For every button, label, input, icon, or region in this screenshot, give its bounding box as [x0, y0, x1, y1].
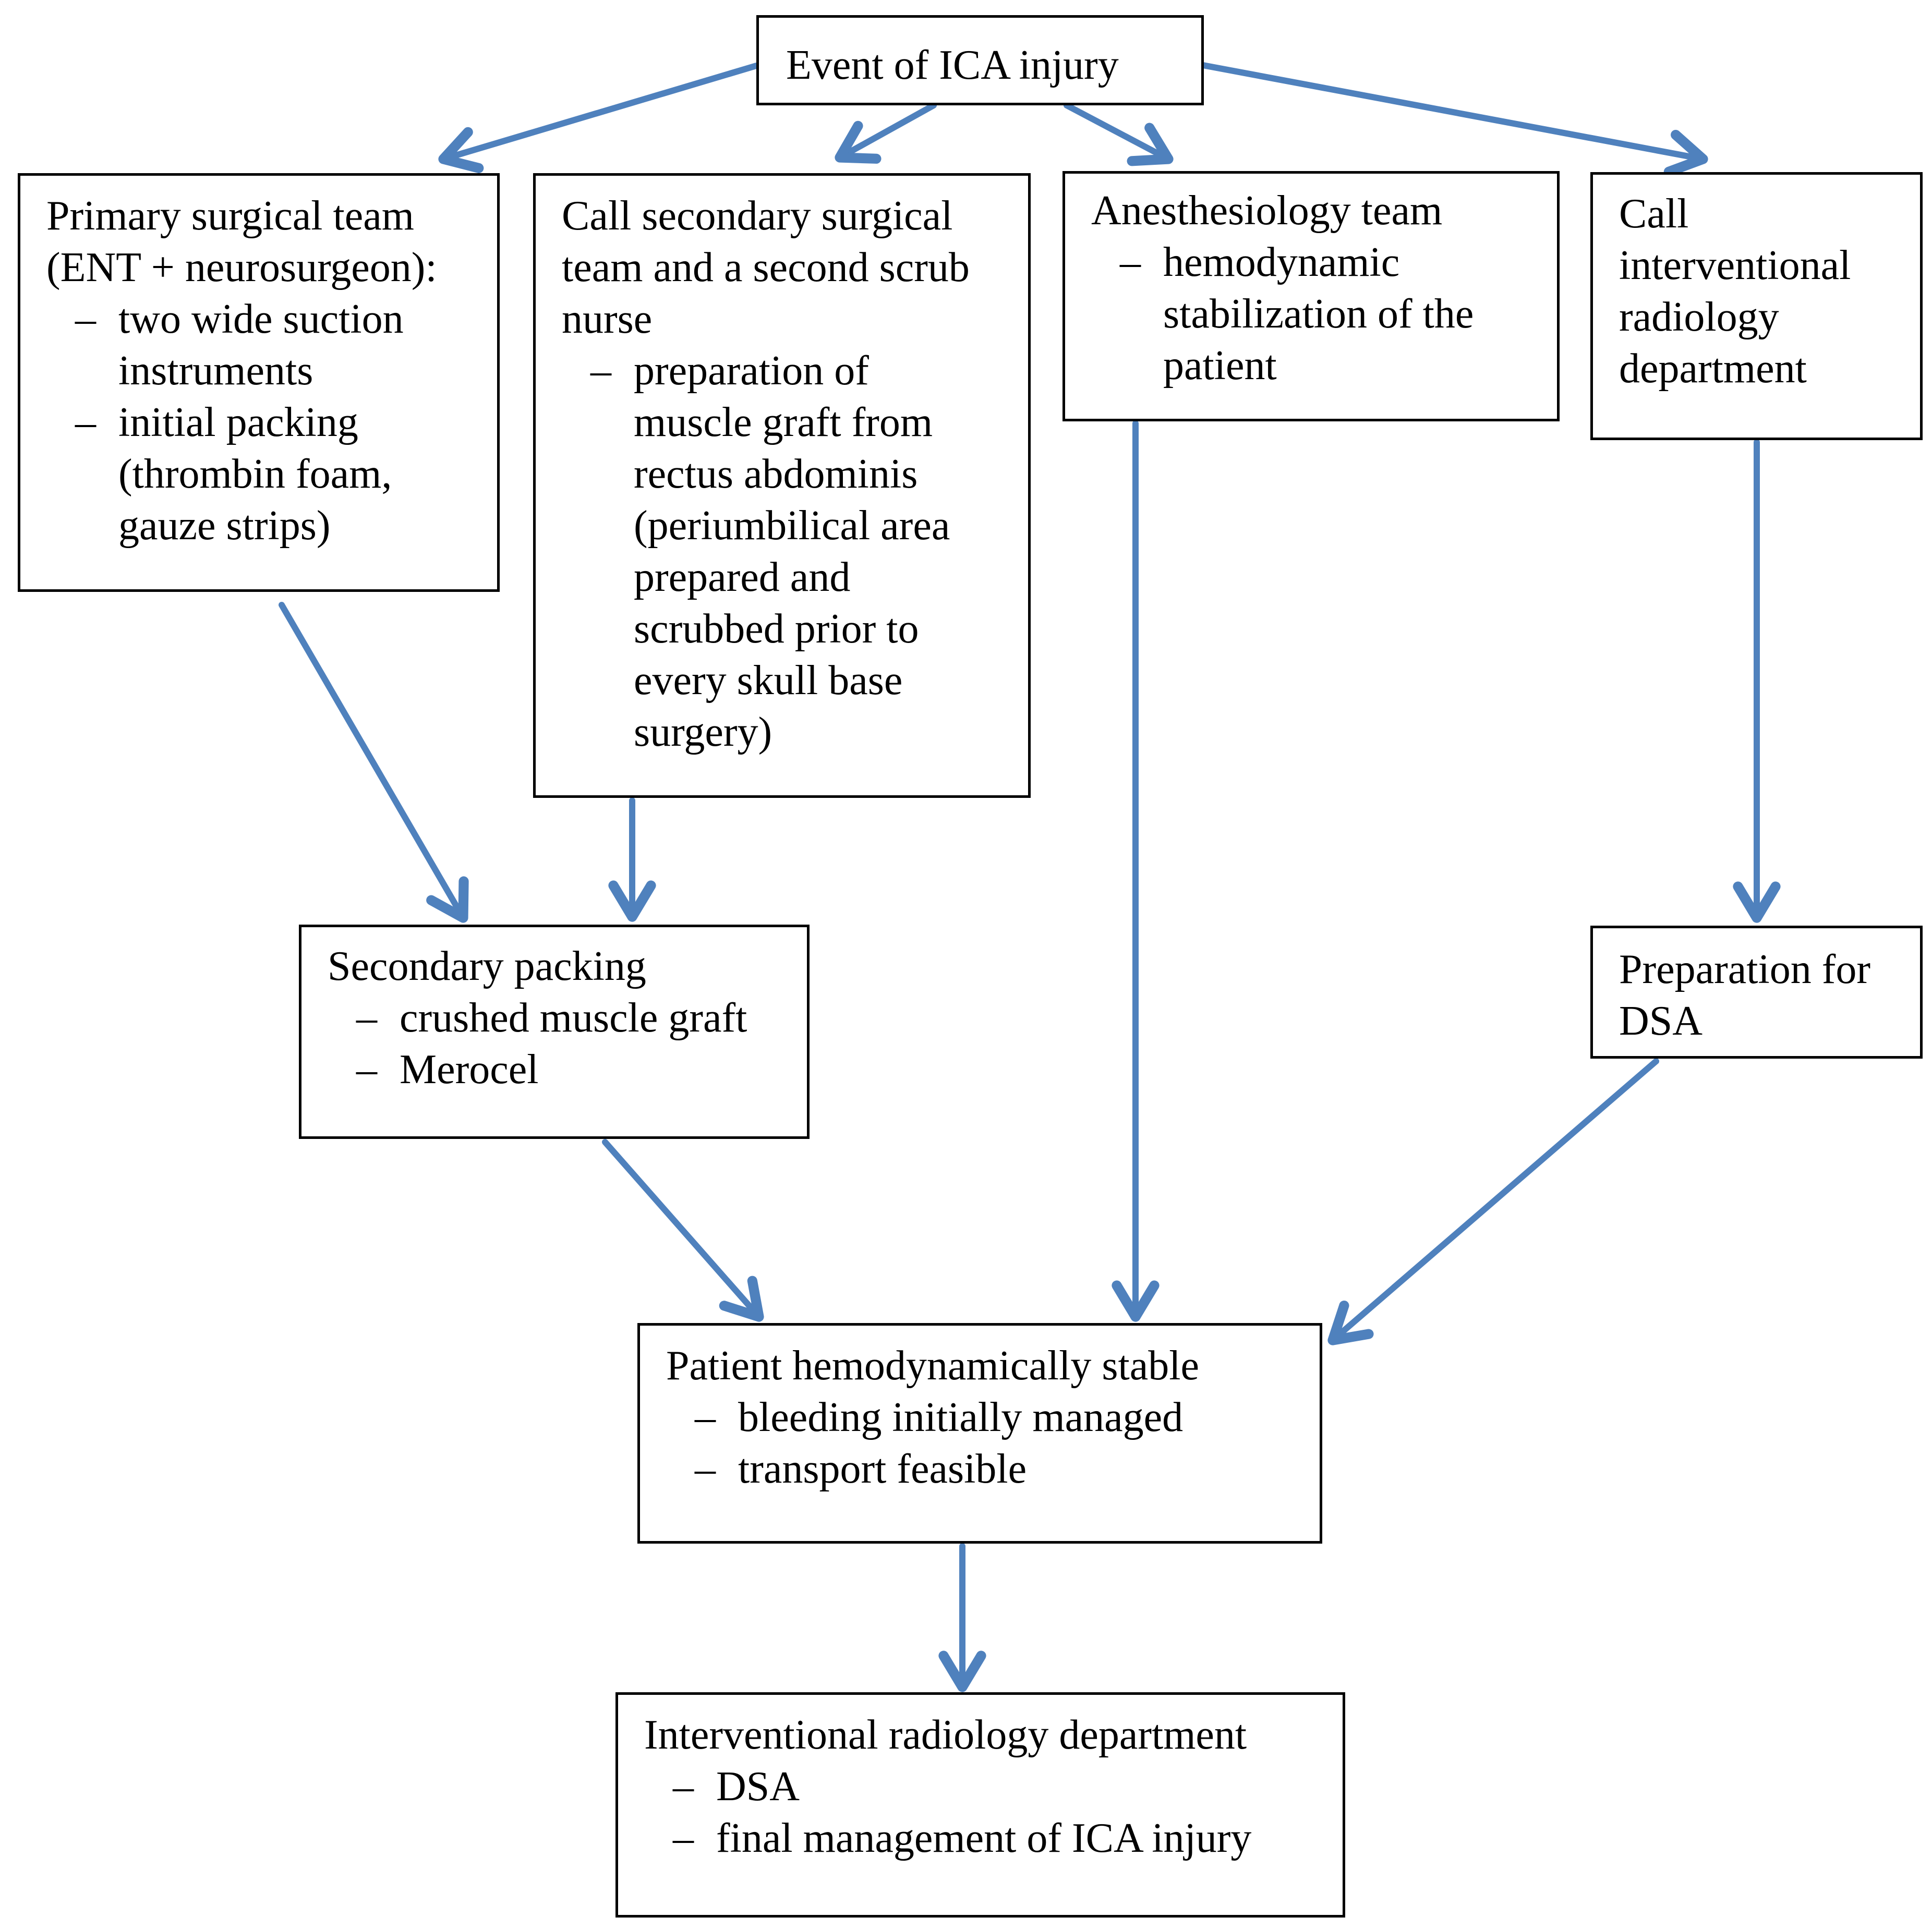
node-bullet-list: preparation of muscle graft from rectus … [562, 345, 1003, 758]
node-preparation-for-dsa: Preparation for DSA [1590, 926, 1923, 1059]
list-item: crushed muscle graft [328, 992, 782, 1044]
list-item: two wide suction instruments [46, 294, 472, 397]
list-item: preparation of muscle graft from rectus … [562, 345, 1003, 758]
node-primary-surgical-team: Primary surgical team (ENT + neurosurgeo… [18, 173, 500, 592]
list-item: Merocel [328, 1044, 782, 1096]
node-call-secondary-surgical-team: Call secondary surgical team and a secon… [533, 173, 1031, 798]
node-call-interventional-radiology: Call interventional radiology department [1590, 172, 1923, 440]
node-title: Patient hemodynamically stable [666, 1343, 1199, 1389]
list-item: initial packing (thrombin foam, gauze st… [46, 397, 472, 552]
arrow-event-to-secondary-call [835, 102, 937, 164]
list-item: bleeding initially managed [666, 1392, 1295, 1443]
arrow-prep-dsa-to-stable [1327, 1058, 1659, 1345]
node-title: Preparation for DSA [1619, 947, 1871, 1044]
node-bullet-list: crushed muscle graft Merocel [328, 992, 782, 1096]
list-item: DSA [644, 1761, 1318, 1813]
node-title: Primary surgical team (ENT + neurosurgeo… [46, 193, 437, 290]
list-item: transport feasible [666, 1443, 1295, 1495]
node-title: Call secondary surgical team and a secon… [562, 193, 970, 342]
node-event-of-ica-injury: Event of ICA injury [756, 15, 1204, 105]
node-title: Call interventional radiology department [1619, 191, 1851, 392]
list-item: hemodynamic stabilization of the patient [1091, 237, 1532, 392]
node-title: Anesthesiology team [1091, 188, 1443, 234]
node-patient-hemodynamically-stable: Patient hemodynamically stable bleeding … [637, 1323, 1322, 1544]
node-secondary-packing: Secondary packing crushed muscle graft M… [299, 925, 810, 1139]
node-bullet-list: hemodynamic stabilization of the patient [1091, 237, 1532, 392]
node-anesthesiology-team: Anesthesiology team hemodynamic stabiliz… [1062, 171, 1560, 421]
node-bullet-list: bleeding initially managed transport fea… [666, 1392, 1295, 1495]
arrow-primary-to-secondary-packing [279, 602, 469, 923]
node-bullet-list: DSA final management of ICA injury [644, 1761, 1318, 1864]
node-title: Event of ICA injury [786, 42, 1119, 88]
arrow-event-to-anesthesiology [1064, 102, 1174, 166]
node-title: Interventional radiology department [644, 1712, 1247, 1758]
node-interventional-radiology-department: Interventional radiology department DSA … [615, 1692, 1345, 1918]
arrow-event-to-call-ir [1191, 60, 1708, 177]
node-bullet-list: two wide suction instruments initial pac… [46, 294, 472, 552]
arrow-event-to-primary [438, 63, 759, 173]
list-item: final management of ICA injury [644, 1813, 1318, 1864]
arrow-secondary-packing-to-stable [602, 1139, 764, 1322]
node-title: Secondary packing [328, 943, 646, 989]
